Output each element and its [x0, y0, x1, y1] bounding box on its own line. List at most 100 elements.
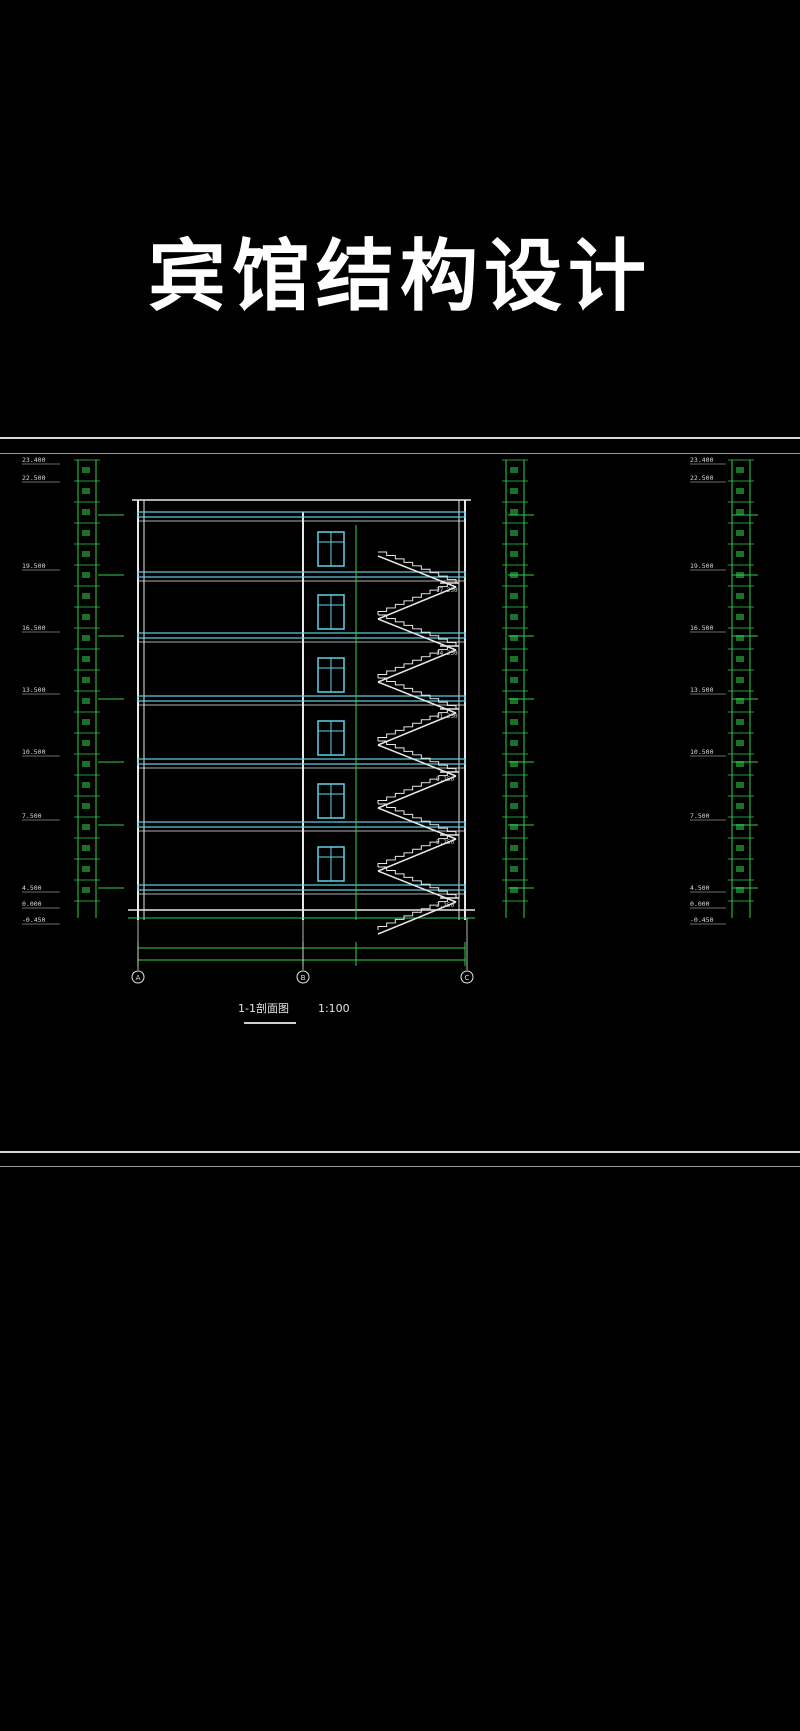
- elevation-label-right: 19.500: [690, 562, 714, 570]
- stair-flight-up: [377, 708, 457, 741]
- elevation-label-right: 23.400: [690, 456, 714, 464]
- stair-flight-up: [377, 645, 457, 678]
- dim-chain-far-right-text-mark: [736, 530, 744, 536]
- window: [317, 720, 345, 756]
- dim-chain-right-text-mark: [510, 509, 518, 515]
- dim-chain-right-text-mark: [510, 551, 518, 557]
- elevation-label-left: 4.500: [22, 884, 42, 892]
- stair-flight-down: [377, 740, 457, 772]
- elevation-label-right: 4.500: [690, 884, 710, 892]
- window: [317, 846, 345, 882]
- stair-stringer: [377, 555, 457, 588]
- dim-chain-left-text-mark: [82, 803, 90, 809]
- dim-chain-right-text-mark: [510, 803, 518, 809]
- elevation-label-left: 16.500: [22, 624, 46, 632]
- floor-slab: [137, 821, 466, 828]
- floor-slab: [137, 632, 466, 639]
- scale-label: 1:100: [317, 1002, 350, 1015]
- dim-chain-right-text-mark: [510, 698, 518, 704]
- dim-chain-right-text-mark: [510, 656, 518, 662]
- grid-axis-bubble: [460, 970, 474, 984]
- cad-section-drawing: 23.40022.50019.50016.50013.50010.5007.50…: [22, 456, 758, 984]
- stair-landing-label: 11.250: [436, 713, 458, 720]
- floor-slab: [137, 758, 466, 765]
- stair-flight-up: [377, 897, 457, 930]
- caption-underline: [244, 1022, 296, 1024]
- stair-flights: [355, 525, 459, 935]
- elevation-label-left: 19.500: [22, 562, 46, 570]
- dim-chain-left-text-mark: [82, 866, 90, 872]
- bottom-divider: [0, 1151, 800, 1153]
- dim-chain-right-text-mark: [510, 593, 518, 599]
- stair-stringer: [377, 838, 457, 872]
- dim-chain-left-text-mark: [82, 761, 90, 767]
- grid-axis-letter: A: [136, 974, 141, 982]
- stair-flight-up: [377, 834, 457, 867]
- dim-chain-left-text-mark: [82, 551, 90, 557]
- dim-chain-far-right-text-mark: [736, 593, 744, 599]
- elevation-label-left: 13.500: [22, 686, 46, 694]
- dim-chain-far-right-text-mark: [736, 698, 744, 704]
- top-divider: [0, 437, 800, 439]
- dim-chain-far-right-text-mark: [736, 803, 744, 809]
- dim-chain-far-right-text-mark: [736, 761, 744, 767]
- stair-stringer: [377, 744, 457, 777]
- dim-chain-left-text-mark: [82, 845, 90, 851]
- dim-chain-far-right-text-mark: [736, 488, 744, 494]
- dim-chain-left-text-mark: [82, 656, 90, 662]
- dim-chain-left-text-mark: [82, 782, 90, 788]
- floor-slab: [137, 884, 466, 891]
- window: [317, 594, 345, 630]
- elevation-labels-right: 23.40022.50019.50016.50013.50010.5007.50…: [690, 456, 726, 925]
- dim-chain-right-text-mark: [510, 719, 518, 725]
- dim-chain-left-text-mark: [82, 740, 90, 746]
- grid-axis-letter: B: [301, 974, 306, 982]
- window: [317, 783, 345, 819]
- dim-chain-far-right-text-mark: [736, 866, 744, 872]
- elevation-label-right: -0.450: [690, 916, 714, 924]
- grid-axis-bubble: [296, 970, 310, 984]
- stair-stringer: [377, 870, 457, 903]
- dim-chain-far-right-text-mark: [736, 467, 744, 473]
- elevation-label-right: 7.500: [690, 812, 710, 820]
- dim-chain-left-text-mark: [82, 467, 90, 473]
- dim-chain-right-text-mark: [510, 845, 518, 851]
- stair-landing-label: 5.250: [436, 839, 454, 846]
- dim-chain-left-text-mark: [82, 614, 90, 620]
- dim-chain-right-text-mark: [510, 488, 518, 494]
- dim-chain-left-text-mark: [82, 824, 90, 830]
- dim-chain-right-text-mark: [510, 824, 518, 830]
- elevation-label-right: 22.500: [690, 474, 714, 482]
- windows: [317, 531, 345, 882]
- dim-chain-right-text-mark: [510, 635, 518, 641]
- dim-chain-far-right-text-mark: [736, 887, 744, 893]
- stair-landing-label: 14.250: [436, 650, 458, 657]
- stair-stringer: [377, 712, 457, 746]
- floor-slab: [137, 695, 466, 702]
- dim-chain-far-right-text-mark: [736, 614, 744, 620]
- dim-chain-far-right-text-mark: [736, 635, 744, 641]
- dim-chain-left-text-mark: [82, 698, 90, 704]
- section-caption: 1-1剖面图 1:100: [238, 1000, 350, 1016]
- stair-flight-down: [377, 866, 457, 898]
- dim-chain-far-right-text-mark: [736, 509, 744, 515]
- window: [317, 531, 345, 567]
- dim-chain-right-text-mark: [510, 887, 518, 893]
- stair-landing-label: 17.250: [436, 587, 458, 594]
- stair-landing-label: 8.250: [436, 776, 454, 783]
- dim-chain-far-right-text-mark: [736, 782, 744, 788]
- dim-chain-right-text-mark: [510, 677, 518, 683]
- elevation-label-left: 23.400: [22, 456, 46, 464]
- top-divider-thin: [0, 453, 800, 454]
- dim-chain-left-text-mark: [82, 593, 90, 599]
- dim-chain-far-right-text-mark: [736, 677, 744, 683]
- dim-chain-left-text-mark: [82, 509, 90, 515]
- dim-chain-left-text-mark: [82, 530, 90, 536]
- stair-stringer: [377, 618, 457, 651]
- stair-stringer: [377, 681, 457, 714]
- grid-axis-bubble: [131, 970, 145, 984]
- stair-stringer: [377, 586, 457, 620]
- elevation-labels-left: 23.40022.50019.50016.50013.50010.5007.50…: [22, 456, 60, 925]
